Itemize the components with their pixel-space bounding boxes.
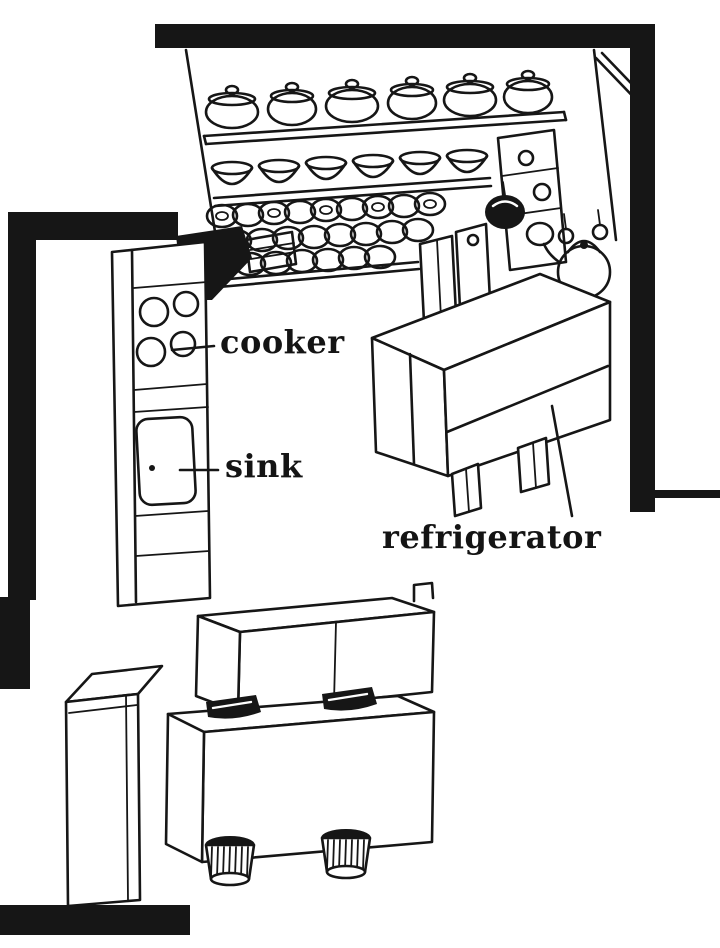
wall-baseboard-right (655, 490, 720, 498)
label-leader-lines (170, 344, 574, 518)
bowls-shelf (210, 148, 493, 208)
vent-grille-icon (244, 230, 298, 274)
outer-walls (0, 24, 720, 935)
cooker-label: cooker (220, 323, 345, 361)
wall-left-upper (8, 212, 178, 600)
sink-basin-icon (135, 415, 197, 507)
refrigerator-drawing (370, 222, 612, 518)
cooker-hob-icon (135, 290, 200, 368)
bowl-icon (210, 148, 489, 186)
dining-table (164, 687, 436, 887)
pot-icon (204, 69, 554, 130)
hanging-pots (485, 181, 609, 247)
sideboard (194, 581, 436, 714)
wall-bottom-left (0, 905, 190, 935)
stool-foot-icon (204, 829, 372, 887)
tall-cupboard (64, 664, 164, 908)
refrigerator-label: refrigerator (382, 518, 602, 556)
table-setting-icon (206, 687, 377, 719)
wall-cabinet (496, 128, 568, 272)
kitchen-counter (110, 240, 212, 608)
pots-shelf (202, 69, 568, 146)
cooker-leader-line (170, 344, 216, 352)
room-corner-lines (184, 48, 618, 242)
refrigerator-leader-line (550, 404, 574, 518)
sink-label: sink (225, 447, 303, 485)
wall-left-lower (0, 597, 30, 689)
refrigerator-legs (450, 436, 551, 518)
